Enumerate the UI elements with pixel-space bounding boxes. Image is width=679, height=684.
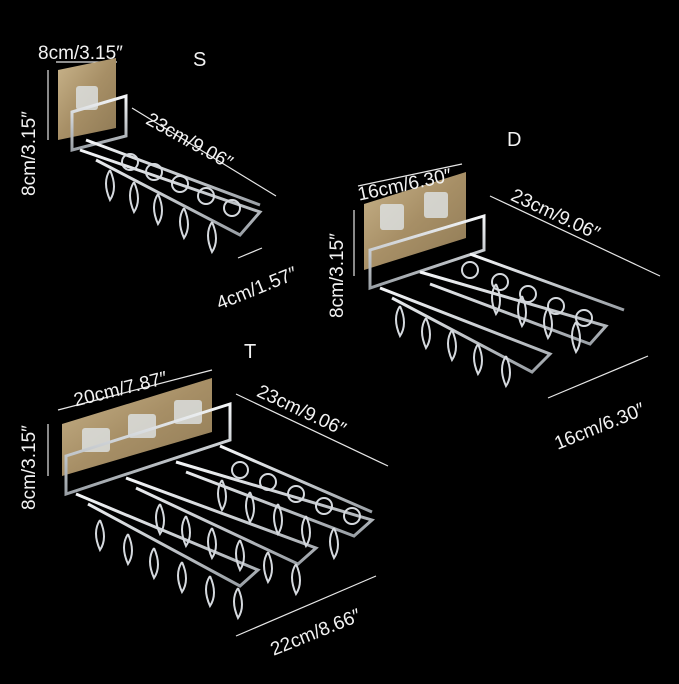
- d-size-letter: D: [507, 129, 522, 151]
- d-height-label: 8cm/3.15″: [327, 233, 348, 318]
- rack-t: [47, 369, 389, 637]
- dimension-lines-t: [47, 369, 389, 637]
- hook-mount-s: [76, 86, 98, 110]
- s-width-label: 8cm/3.15″: [38, 43, 123, 64]
- dimension-lines-d: [353, 163, 661, 399]
- clips-t: [95, 461, 361, 621]
- clips-d: [395, 261, 593, 389]
- s-height-label: 8cm/3.15″: [19, 111, 40, 196]
- rack-frame-t: [64, 401, 376, 588]
- hook-mount-t-1: [82, 428, 110, 452]
- rack-s: [47, 58, 277, 259]
- rack-d: [353, 163, 661, 399]
- hook-mount-d-2: [424, 192, 448, 218]
- clips-s: [105, 153, 241, 255]
- hook-mount-t-2: [128, 414, 156, 438]
- rack-frame-d: [368, 213, 625, 374]
- t-size-letter: T: [244, 341, 257, 363]
- t-height-label: 8cm/3.15″: [19, 425, 40, 510]
- hook-mount-d-1: [380, 204, 404, 230]
- rack-frame-s: [70, 93, 263, 237]
- s-size-letter: S: [193, 49, 207, 71]
